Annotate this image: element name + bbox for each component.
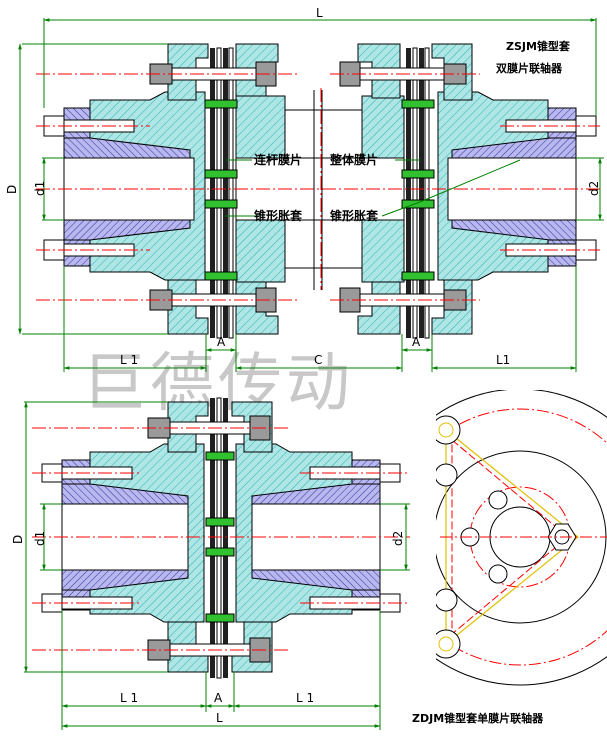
bottom-dim-A: A (214, 691, 223, 705)
bottom-coupling-view: D d1 d2 L 1 A L 1 L ZDJM锥型套单膜片联轴器 (11, 397, 544, 730)
top-dim-d2: d2 (587, 181, 601, 196)
top-title-line2: 双膜片联轴器 (496, 61, 563, 75)
top-spacer-inner2 (284, 219, 363, 269)
top-right-diaphragm-pack (401, 47, 435, 339)
bottom-title: ZDJM锥型套单膜片联轴器 (412, 711, 544, 725)
top-title-line1: ZSJM锥型套 (506, 39, 571, 53)
top-dim-D: D (5, 185, 19, 194)
bottom-dim-D: D (11, 535, 25, 544)
top-callout-leaders (225, 159, 521, 217)
end-view (436, 390, 607, 686)
top-callout-integral-diaphragm: 整体膜片 (329, 152, 378, 167)
top-right-flange-lower (357, 281, 401, 335)
top-callout-taper-sleeve-right: 锥形胀套 (330, 208, 379, 223)
bottom-dim-L: L (216, 711, 223, 725)
top-left-flange-lower (167, 279, 209, 335)
bottom-right-taper-upper (251, 483, 381, 505)
top-centerlines (36, 73, 600, 301)
top-dim-d1: d1 (33, 181, 47, 196)
top-break-marks (313, 90, 323, 290)
top-left-taper-sleeve-lower (63, 219, 191, 241)
top-left-diaphragm-pack (204, 47, 238, 339)
bottom-dim-d1: d1 (33, 531, 47, 546)
top-dim-L: L (316, 6, 323, 20)
top-bolts (43, 61, 597, 313)
bottom-dim-L1-right: L 1 (296, 691, 314, 705)
top-callout-taper-sleeve-left: 锥形胀套 (254, 208, 303, 223)
top-dim-C: C (314, 353, 322, 367)
top-dim-A-left: A (217, 335, 226, 349)
top-dim-L1-left: L 1 (120, 353, 138, 367)
top-coupling-view: L D d1 d2 L 1 A C A L1 连杆膜片 整体膜片 锥形胀套 锥形… (5, 6, 604, 372)
top-dim-A-right: A (412, 335, 421, 349)
bottom-centerlines (32, 427, 410, 651)
top-dim-L1-right: L1 (496, 353, 510, 367)
top-callout-link-diaphragm: 连杆膜片 (254, 152, 302, 167)
bottom-left-taper-lower (61, 569, 189, 591)
bottom-dimensions (24, 401, 410, 730)
bottom-dim-L1-left: L 1 (120, 691, 138, 705)
top-dimensions (18, 18, 604, 372)
bottom-right-bore (251, 503, 381, 571)
end-view-bolt-circle (436, 408, 607, 666)
bottom-diaphragm-pack (205, 397, 235, 679)
top-spacer-inner (284, 109, 363, 159)
top-right-taper-sleeve-upper (451, 137, 577, 159)
bottom-dim-d2: d2 (391, 531, 405, 546)
watermark: 巨德传动 (82, 347, 354, 421)
